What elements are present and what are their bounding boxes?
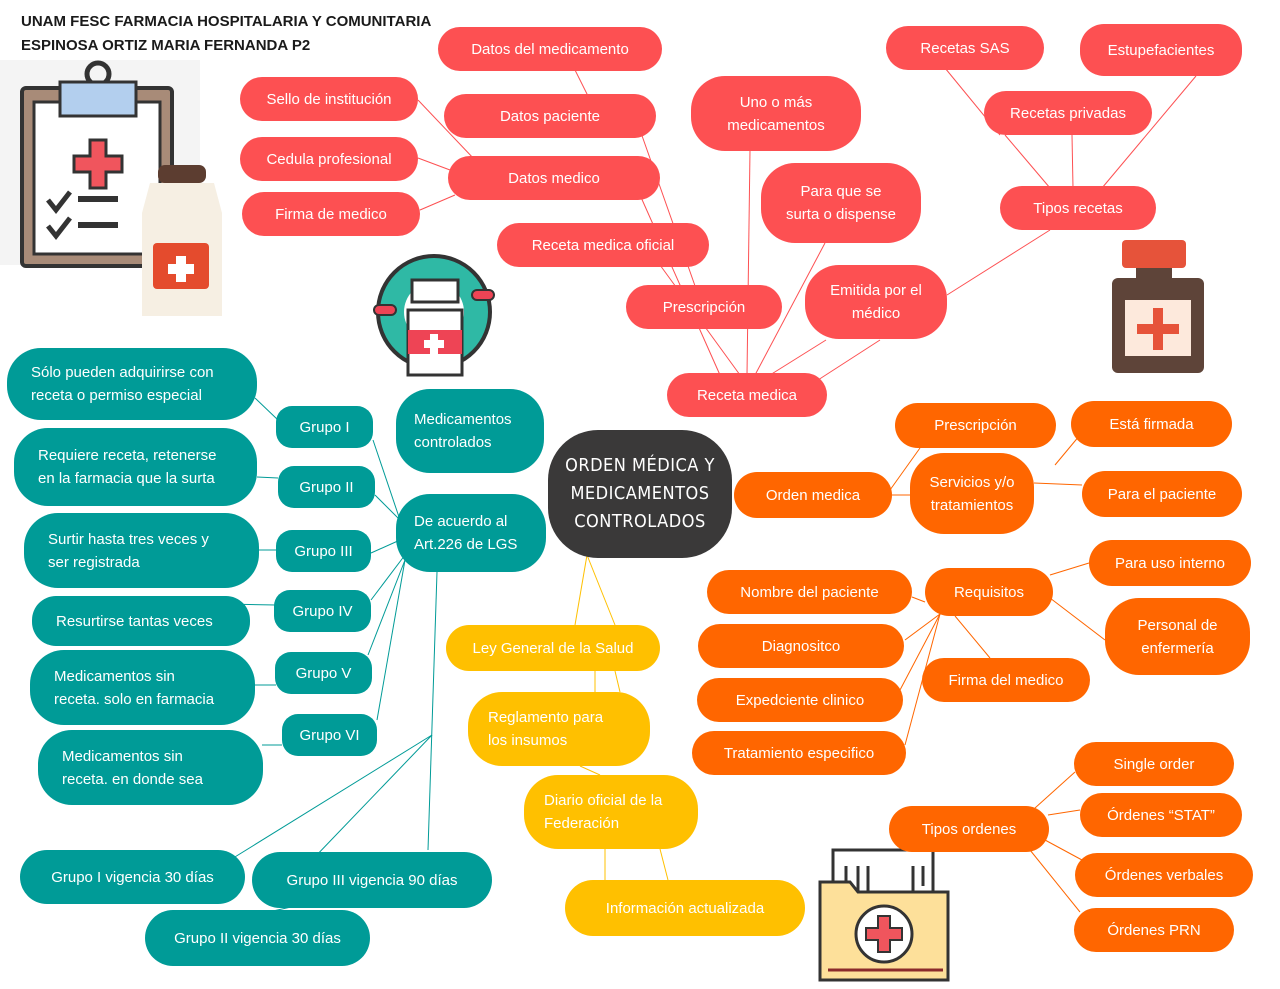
node-recetas-sas: Recetas SAS <box>886 26 1044 70</box>
node-expediente-clinico: Expedciente clinico <box>697 678 903 722</box>
node-single-order: Single order <box>1074 742 1234 786</box>
clipboard-icon <box>0 60 222 316</box>
node-tipos-recetas: Tipos recetas <box>1000 186 1156 230</box>
header-line-2: ESPINOSA ORTIZ MARIA FERNANDA P2 <box>21 37 311 54</box>
header-line-1: UNAM FESC FARMACIA HOSPITALARIA Y COMUNI… <box>21 13 432 30</box>
node-grupo-3: Grupo III <box>276 530 371 572</box>
node-grupo-5: Grupo V <box>275 652 372 694</box>
node-grupo-4-desc: Resurtirse tantas veces <box>32 596 250 646</box>
node-sello-institucion: Sello de institución <box>240 77 418 121</box>
node-vigencia-grupo-2: Grupo II vigencia 30 días <box>145 910 370 966</box>
node-prescripcion-receta: Prescripción <box>626 285 782 329</box>
node-servicios-tratamientos: Servicios y/o tratamientos <box>910 453 1034 534</box>
node-tipos-ordenes: Tipos ordenes <box>889 806 1049 852</box>
node-uno-o-mas: Uno o más medicamentos <box>691 76 861 151</box>
node-receta-medica: Receta medica <box>667 373 827 417</box>
node-vigencia-grupo-1: Grupo I vigencia 30 días <box>20 850 245 904</box>
node-ordenes-verbales: Órdenes verbales <box>1075 853 1253 897</box>
node-requisitos: Requisitos <box>925 568 1053 616</box>
node-cedula-profesional: Cedula profesional <box>240 137 418 181</box>
node-informacion-actualizada: Información actualizada <box>565 880 805 936</box>
node-datos-medico: Datos medico <box>448 156 660 200</box>
node-emitida-por-medico: Emitida por el médico <box>805 265 947 339</box>
node-grupo-1: Grupo I <box>276 406 373 448</box>
node-firma-medico: Firma de medico <box>242 192 420 236</box>
node-datos-medicamento: Datos del medicamento <box>438 27 662 71</box>
node-ley-general-salud: Ley General de la Salud <box>446 625 660 671</box>
node-nombre-paciente: Nombre del paciente <box>707 570 912 614</box>
node-prescripcion-orden: Prescripción <box>895 403 1056 448</box>
node-ordenes-stat: Órdenes “STAT” <box>1080 793 1242 837</box>
node-grupo-6: Grupo VI <box>282 714 377 756</box>
node-grupo-3-desc: Surtir hasta tres veces y ser registrada <box>24 513 259 588</box>
node-diario-oficial: Diario oficial de la Federación <box>524 775 698 849</box>
node-recetas-privadas: Recetas privadas <box>984 91 1152 135</box>
node-estupefacientes: Estupefacientes <box>1080 24 1242 76</box>
node-para-que-se-surta: Para que se surta o dispense <box>761 163 921 243</box>
node-vigencia-grupo-3: Grupo III vigencia 90 días <box>252 852 492 908</box>
node-grupo-5-desc: Medicamentos sin receta. solo en farmaci… <box>30 650 255 725</box>
node-ordenes-prn: Órdenes PRN <box>1074 908 1234 952</box>
node-grupo-2-desc: Requiere receta, retenerse en la farmaci… <box>14 428 257 506</box>
node-receta-oficial: Receta medica oficial <box>497 223 709 267</box>
node-para-el-paciente: Para el paciente <box>1082 471 1242 517</box>
node-grupo-4: Grupo IV <box>274 590 371 632</box>
node-diagnostico: Diagnositco <box>698 624 904 668</box>
medical-folder-icon <box>818 848 950 982</box>
node-orden-medica: Orden medica <box>734 472 892 518</box>
node-para-uso-interno: Para uso interno <box>1089 540 1251 586</box>
node-personal-enfermeria: Personal de enfermería <box>1105 598 1250 675</box>
node-firma-del-medico: Firma del medico <box>922 658 1090 702</box>
node-medicamentos-controlados: Medicamentos controlados <box>396 389 544 473</box>
central-topic: ORDEN MÉDICA Y MEDICAMENTOS CONTROLADOS <box>548 430 732 558</box>
medicine-bottle-icon <box>1112 240 1204 373</box>
node-tratamiento-especifico: Tratamiento especifico <box>692 731 906 775</box>
node-esta-firmada: Está firmada <box>1071 401 1232 447</box>
node-reglamento-insumos: Reglamento para los insumos <box>468 692 650 766</box>
node-datos-paciente: Datos paciente <box>444 94 656 138</box>
node-art-226: De acuerdo al Art.226 de LGS <box>396 494 546 572</box>
node-grupo-1-desc: Sólo pueden adquirirse con receta o perm… <box>7 348 257 420</box>
pill-jar-icon <box>373 254 495 377</box>
node-grupo-2: Grupo II <box>278 466 375 508</box>
node-grupo-6-desc: Medicamentos sin receta. en donde sea <box>38 730 263 805</box>
